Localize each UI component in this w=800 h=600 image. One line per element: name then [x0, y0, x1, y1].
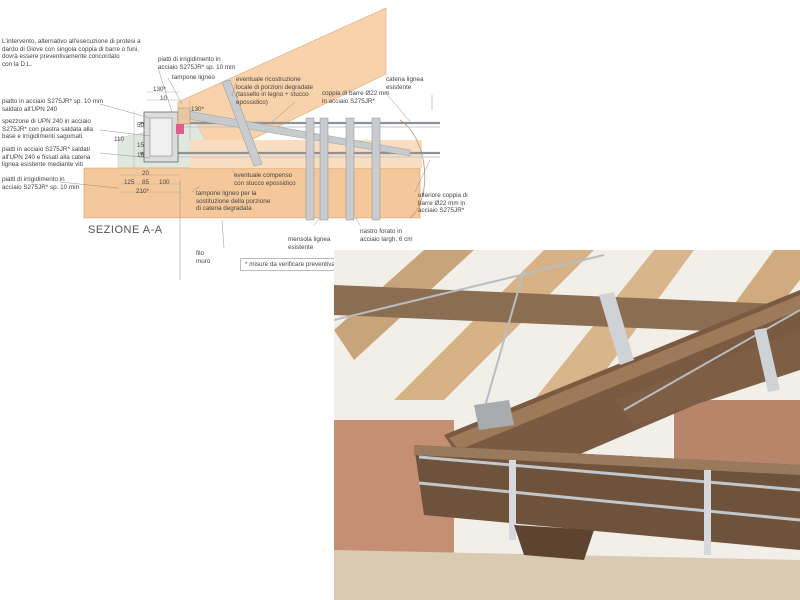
label-coppia-barre: coppia di barre Ø22 mm in acciaio S275JR…	[322, 90, 390, 105]
upn-inner	[149, 117, 173, 157]
photo-roof-structure	[334, 250, 800, 600]
pink-mark	[176, 124, 184, 134]
dim-16: 16	[137, 152, 145, 159]
dim-10: 10	[160, 95, 168, 102]
dim-130: 130*	[153, 86, 166, 93]
strap-3	[345, 117, 355, 221]
label-ricostruzione: eventuale ricostruzione locale di porzio…	[236, 76, 314, 106]
dim-50: 50	[137, 122, 145, 129]
dimension-lines	[120, 91, 191, 193]
dim-210: 210*	[136, 188, 149, 195]
label-compenso: eventuale compenso con stucco epossidico	[234, 172, 296, 187]
dim-130-vertical: 130*	[191, 106, 204, 113]
dim-20: 20	[142, 170, 150, 177]
label-spezzone-upn: spezzone di UPN 240 in acciaio S275JR* c…	[2, 118, 94, 141]
strap-4	[371, 117, 381, 221]
dim-100: 100	[159, 179, 170, 186]
wood-plug	[177, 107, 191, 125]
label-filo-muro: filo muro	[196, 250, 211, 265]
section-title: SEZIONE A-A	[88, 224, 163, 236]
label-tampone-sostituzione: tampone ligneo per la sostituzione della…	[196, 190, 271, 213]
label-piatti-irrigidimento-top: piatti di irrigidimento in acciaio S275J…	[158, 56, 236, 71]
label-tampone-ligneo: tampone ligneo	[172, 74, 216, 81]
chain-beam-end	[399, 119, 426, 219]
photo-illustration	[334, 250, 800, 600]
strap-rafter	[221, 79, 263, 167]
label-ulteriore-coppia: ulteriore coppia di barre Ø22 mm in acci…	[418, 192, 468, 215]
dim-110: 110	[114, 136, 125, 143]
label-mensola: mensola lignea esistente	[288, 236, 331, 251]
intro-note: L'intervento, alternativo all'esecuzione…	[2, 38, 141, 68]
label-piatto-upn: piatto in acciaio S275JR* sp. 10 mm sald…	[2, 98, 104, 113]
leader-lines	[59, 67, 433, 280]
dim-15: 15	[137, 142, 145, 149]
strap-2	[319, 117, 329, 221]
label-nastro-forato: nastro forato in acciaio largh. 6 cm	[360, 228, 413, 243]
label-piatti-irrigidimento-bottom: piatti di irrigidimento in acciaio S275J…	[2, 176, 80, 191]
label-catena-lignea: catena lignea esistente	[386, 76, 424, 91]
strap-1	[305, 117, 315, 221]
label-piatti-saldati: piatti in acciaio S275JR* saldati all'UP…	[2, 146, 91, 169]
dim-85: 85	[142, 179, 150, 186]
dim-125: 125	[124, 179, 135, 186]
